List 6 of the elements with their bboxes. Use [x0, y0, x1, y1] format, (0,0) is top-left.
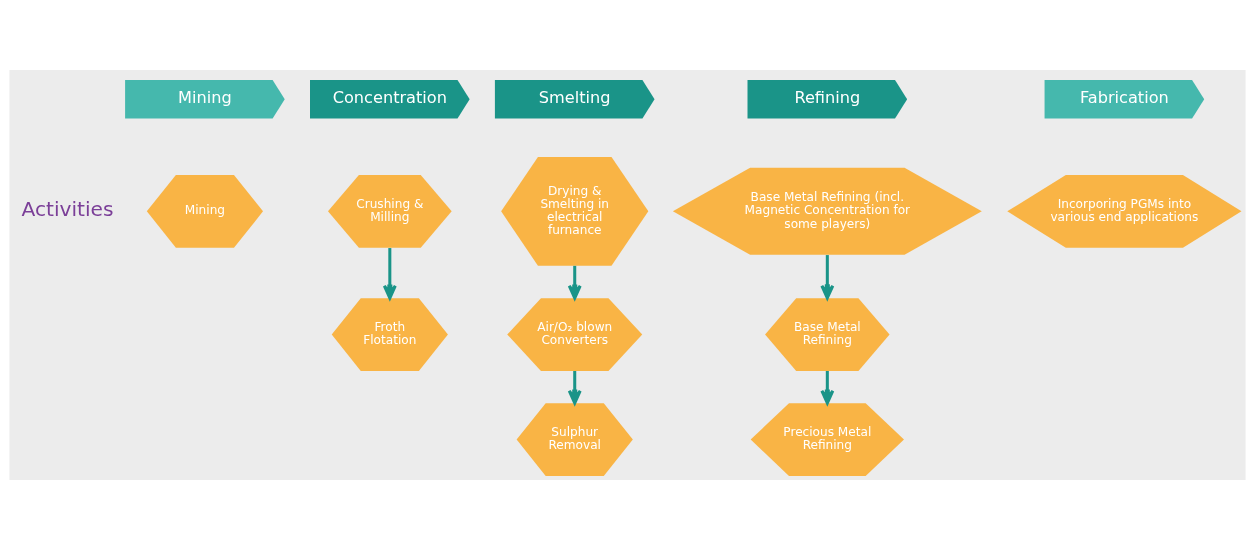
arrow: [567, 370, 582, 405]
arrow: [382, 247, 397, 300]
label: Activities: [21, 196, 114, 221]
arrow: [820, 370, 835, 405]
arrow: [567, 265, 582, 300]
arrow: [820, 254, 835, 299]
